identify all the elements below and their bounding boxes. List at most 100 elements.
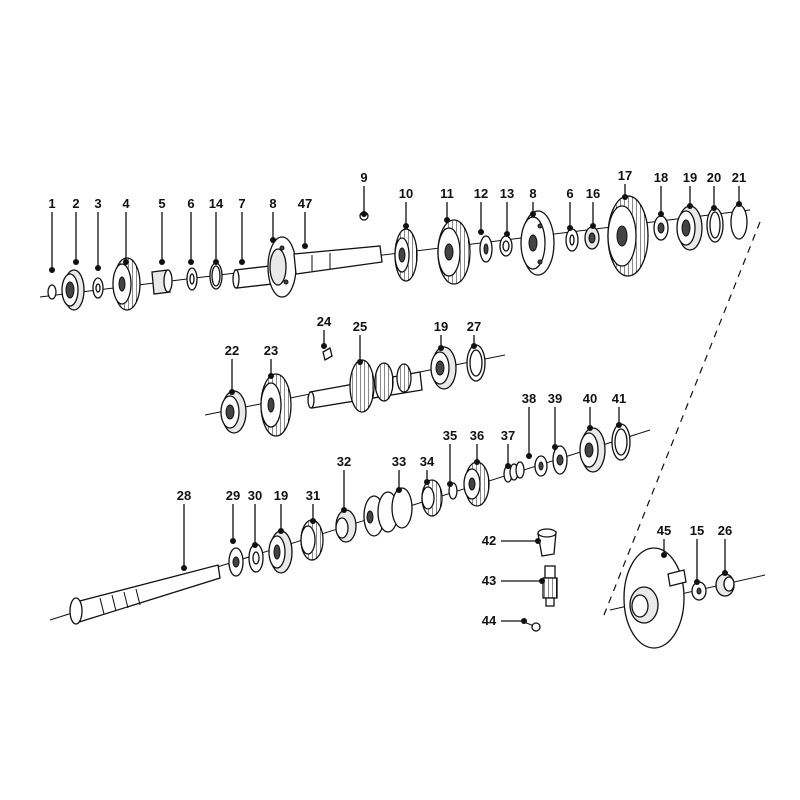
part-number-label: 19 xyxy=(683,170,697,185)
part-12-washer xyxy=(479,235,493,263)
part-number-label: 40 xyxy=(583,391,597,406)
part-number-label: 29 xyxy=(226,488,240,503)
leader-dot xyxy=(711,205,717,211)
callout-37: 37 xyxy=(501,428,515,469)
leader-dot xyxy=(95,265,101,271)
part-17-large-gear xyxy=(607,195,649,277)
part-number-label: 37 xyxy=(501,428,515,443)
leader-dot xyxy=(567,225,573,231)
callout-19: 19 xyxy=(683,170,697,209)
leader-dot xyxy=(736,201,742,207)
part-34-gear xyxy=(421,479,443,517)
part-number-label: 28 xyxy=(177,488,191,503)
part-6-washer xyxy=(186,267,198,291)
leader-dot xyxy=(321,343,327,349)
callout-29: 29 xyxy=(226,488,240,544)
part-number-label: 13 xyxy=(500,186,514,201)
part-number-label: 1 xyxy=(48,196,55,211)
leader-dot xyxy=(530,211,536,217)
part-number-label: 44 xyxy=(482,613,497,628)
part-number-label: 38 xyxy=(522,391,536,406)
callout-35: 35 xyxy=(443,428,457,487)
leader-dot xyxy=(438,345,444,351)
part-number-label: 34 xyxy=(420,454,435,469)
leader-dot xyxy=(341,507,347,513)
part-number-label: 19 xyxy=(434,319,448,334)
callout-15: 15 xyxy=(690,523,704,585)
part-number-label: 31 xyxy=(306,488,320,503)
part-number-label: 4 xyxy=(122,196,130,211)
leader-dot xyxy=(474,459,480,465)
part-number-label: 39 xyxy=(548,391,562,406)
part-33-selector-sleeve xyxy=(363,487,413,537)
part-number-label: 30 xyxy=(248,488,262,503)
callout-6: 6 xyxy=(187,196,195,265)
leader-dot xyxy=(526,453,532,459)
callout-41: 41 xyxy=(612,391,626,428)
part-2-bearing xyxy=(61,269,85,311)
callout-24: 24 xyxy=(317,314,332,349)
part-number-label: 41 xyxy=(612,391,626,406)
callout-28: 28 xyxy=(177,488,191,571)
callout-4: 4 xyxy=(122,196,130,265)
part-number-label: 6 xyxy=(566,186,573,201)
leader-dot xyxy=(239,259,245,265)
leader-dot xyxy=(252,542,258,548)
callout-25: 25 xyxy=(353,319,367,365)
callout-9: 9 xyxy=(360,170,368,217)
part-number-label: 47 xyxy=(298,196,312,211)
part-number-label: 17 xyxy=(618,168,632,183)
part-14-ring xyxy=(209,262,223,290)
part-20-ring xyxy=(706,207,724,243)
part-number-label: 7 xyxy=(238,196,245,211)
callout-32: 32 xyxy=(337,454,351,513)
callout-21: 21 xyxy=(732,170,746,207)
part-25-countershaft xyxy=(307,359,423,413)
callout-26: 26 xyxy=(718,523,732,576)
leader-dot xyxy=(357,359,363,365)
part-21-ring xyxy=(730,204,748,240)
callout-23: 23 xyxy=(264,343,278,379)
part-10-gear xyxy=(394,228,418,282)
callout-27: 27 xyxy=(467,319,481,349)
callout-40: 40 xyxy=(583,391,597,431)
assembly-dashed-line xyxy=(601,221,761,621)
leader-dot xyxy=(535,538,541,544)
callout-43: 43 xyxy=(482,573,545,588)
part-number-label: 23 xyxy=(264,343,278,358)
part-39-washer xyxy=(552,445,568,475)
part-31-gear xyxy=(300,519,324,561)
part-41-ring xyxy=(611,423,631,461)
part-number-label: 14 xyxy=(209,196,224,211)
callout-45: 45 xyxy=(657,523,671,558)
callout-5: 5 xyxy=(158,196,166,265)
leader-dot xyxy=(447,481,453,487)
part-19-bearing-b xyxy=(430,346,457,390)
callout-1: 1 xyxy=(48,196,56,273)
leader-dot xyxy=(471,343,477,349)
part-number-label: 24 xyxy=(317,314,332,329)
part-number-label: 33 xyxy=(392,454,406,469)
callout-2: 2 xyxy=(72,196,80,265)
part-3-washer xyxy=(92,277,104,299)
part-number-label: 2 xyxy=(72,196,79,211)
leader-dot xyxy=(658,211,664,217)
leader-dot xyxy=(268,373,274,379)
callout-7: 7 xyxy=(238,196,246,265)
part-44-screw xyxy=(523,621,541,632)
part-number-label: 18 xyxy=(654,170,668,185)
part-number-label: 10 xyxy=(399,186,413,201)
part-number-label: 35 xyxy=(443,428,457,443)
part-40-bearing xyxy=(579,427,606,473)
part-43-drive-gear xyxy=(542,565,558,607)
part-1-circlip xyxy=(47,284,57,300)
part-36-gear xyxy=(463,461,490,507)
callout-8: 8 xyxy=(529,186,537,217)
callout-33: 33 xyxy=(392,454,406,493)
callout-16: 16 xyxy=(586,186,600,229)
part-number-label: 32 xyxy=(337,454,351,469)
callout-13: 13 xyxy=(500,186,514,237)
part-15-washer xyxy=(691,581,707,601)
part-29-washer xyxy=(228,547,244,577)
part-8-flange-b xyxy=(520,210,555,276)
